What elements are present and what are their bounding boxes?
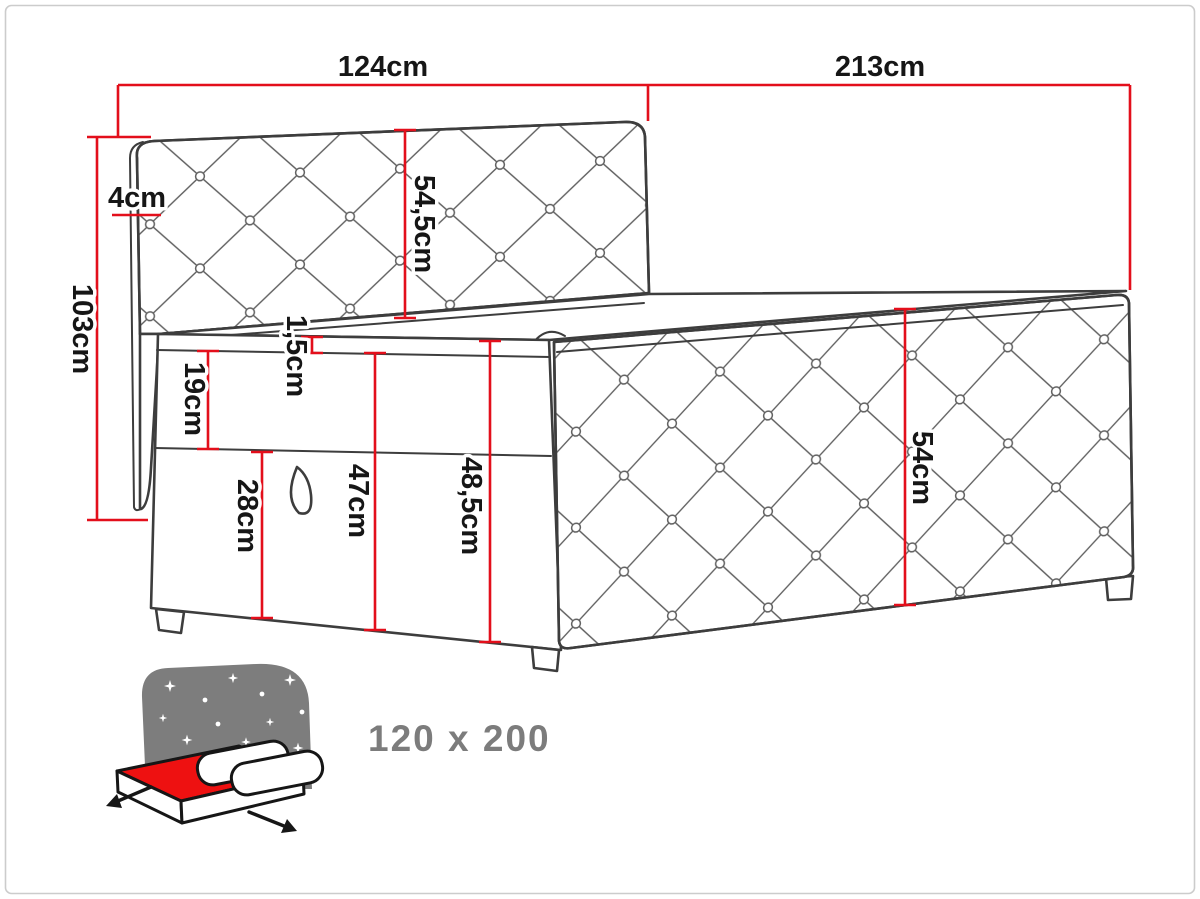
canvas-border [4,4,1196,895]
label-headboard-thickness: 4cm [108,182,166,214]
dimension-labels: 124cm 213cm 4cm 103cm 54,5cm 19cm 1,5cm … [62,48,941,559]
label-footboard-height: 54cm [906,431,938,505]
dim-total-height [87,135,151,522]
dim-top-widths [116,83,1132,290]
label-box-height: 28cm [231,479,263,553]
dimension-lines [87,83,1132,644]
mattress-bottom-seam [154,447,552,457]
label-mattress-height: 19cm [178,362,210,436]
mattress-head-seam [166,302,645,341]
dim-headboard-top-height [394,128,416,320]
bed-size-icon: 120 x 200 [106,663,551,833]
label-headboard-width: 124cm [338,51,428,83]
label-headboard-top-height: 54,5cm [408,175,440,273]
headboard-quilting [136,121,650,334]
footboard-panel [552,293,1135,650]
dim-footboard-height [894,307,916,607]
icon-pillows [195,739,325,797]
topper-seam [156,349,551,358]
storage-handle [289,465,313,515]
bed-base [149,332,563,652]
size-label: 120 x 200 [368,718,551,759]
icon-length-arrow [247,810,297,833]
icon-width-arrow [106,785,153,808]
dim-mattress-height [197,349,219,451]
label-bed-length: 213cm [835,51,925,83]
leg-front-left [154,607,186,635]
headboard-panel [129,120,651,512]
label-topper-lip: 1,5cm [280,315,312,397]
footboard-quilting [554,294,1134,649]
label-side-total: 48,5cm [455,457,487,555]
footboard-top-roll [556,304,1124,353]
base-front-face [149,332,563,652]
dim-side-upper [364,351,386,632]
pillow-icon [229,749,325,797]
dim-side-total [479,339,501,644]
label-side-upper: 47cm [342,464,374,538]
dim-box-height [251,450,273,620]
label-total-height: 103cm [66,284,98,374]
dim-topper-lip [301,335,323,355]
leg-front-middle [530,645,561,673]
